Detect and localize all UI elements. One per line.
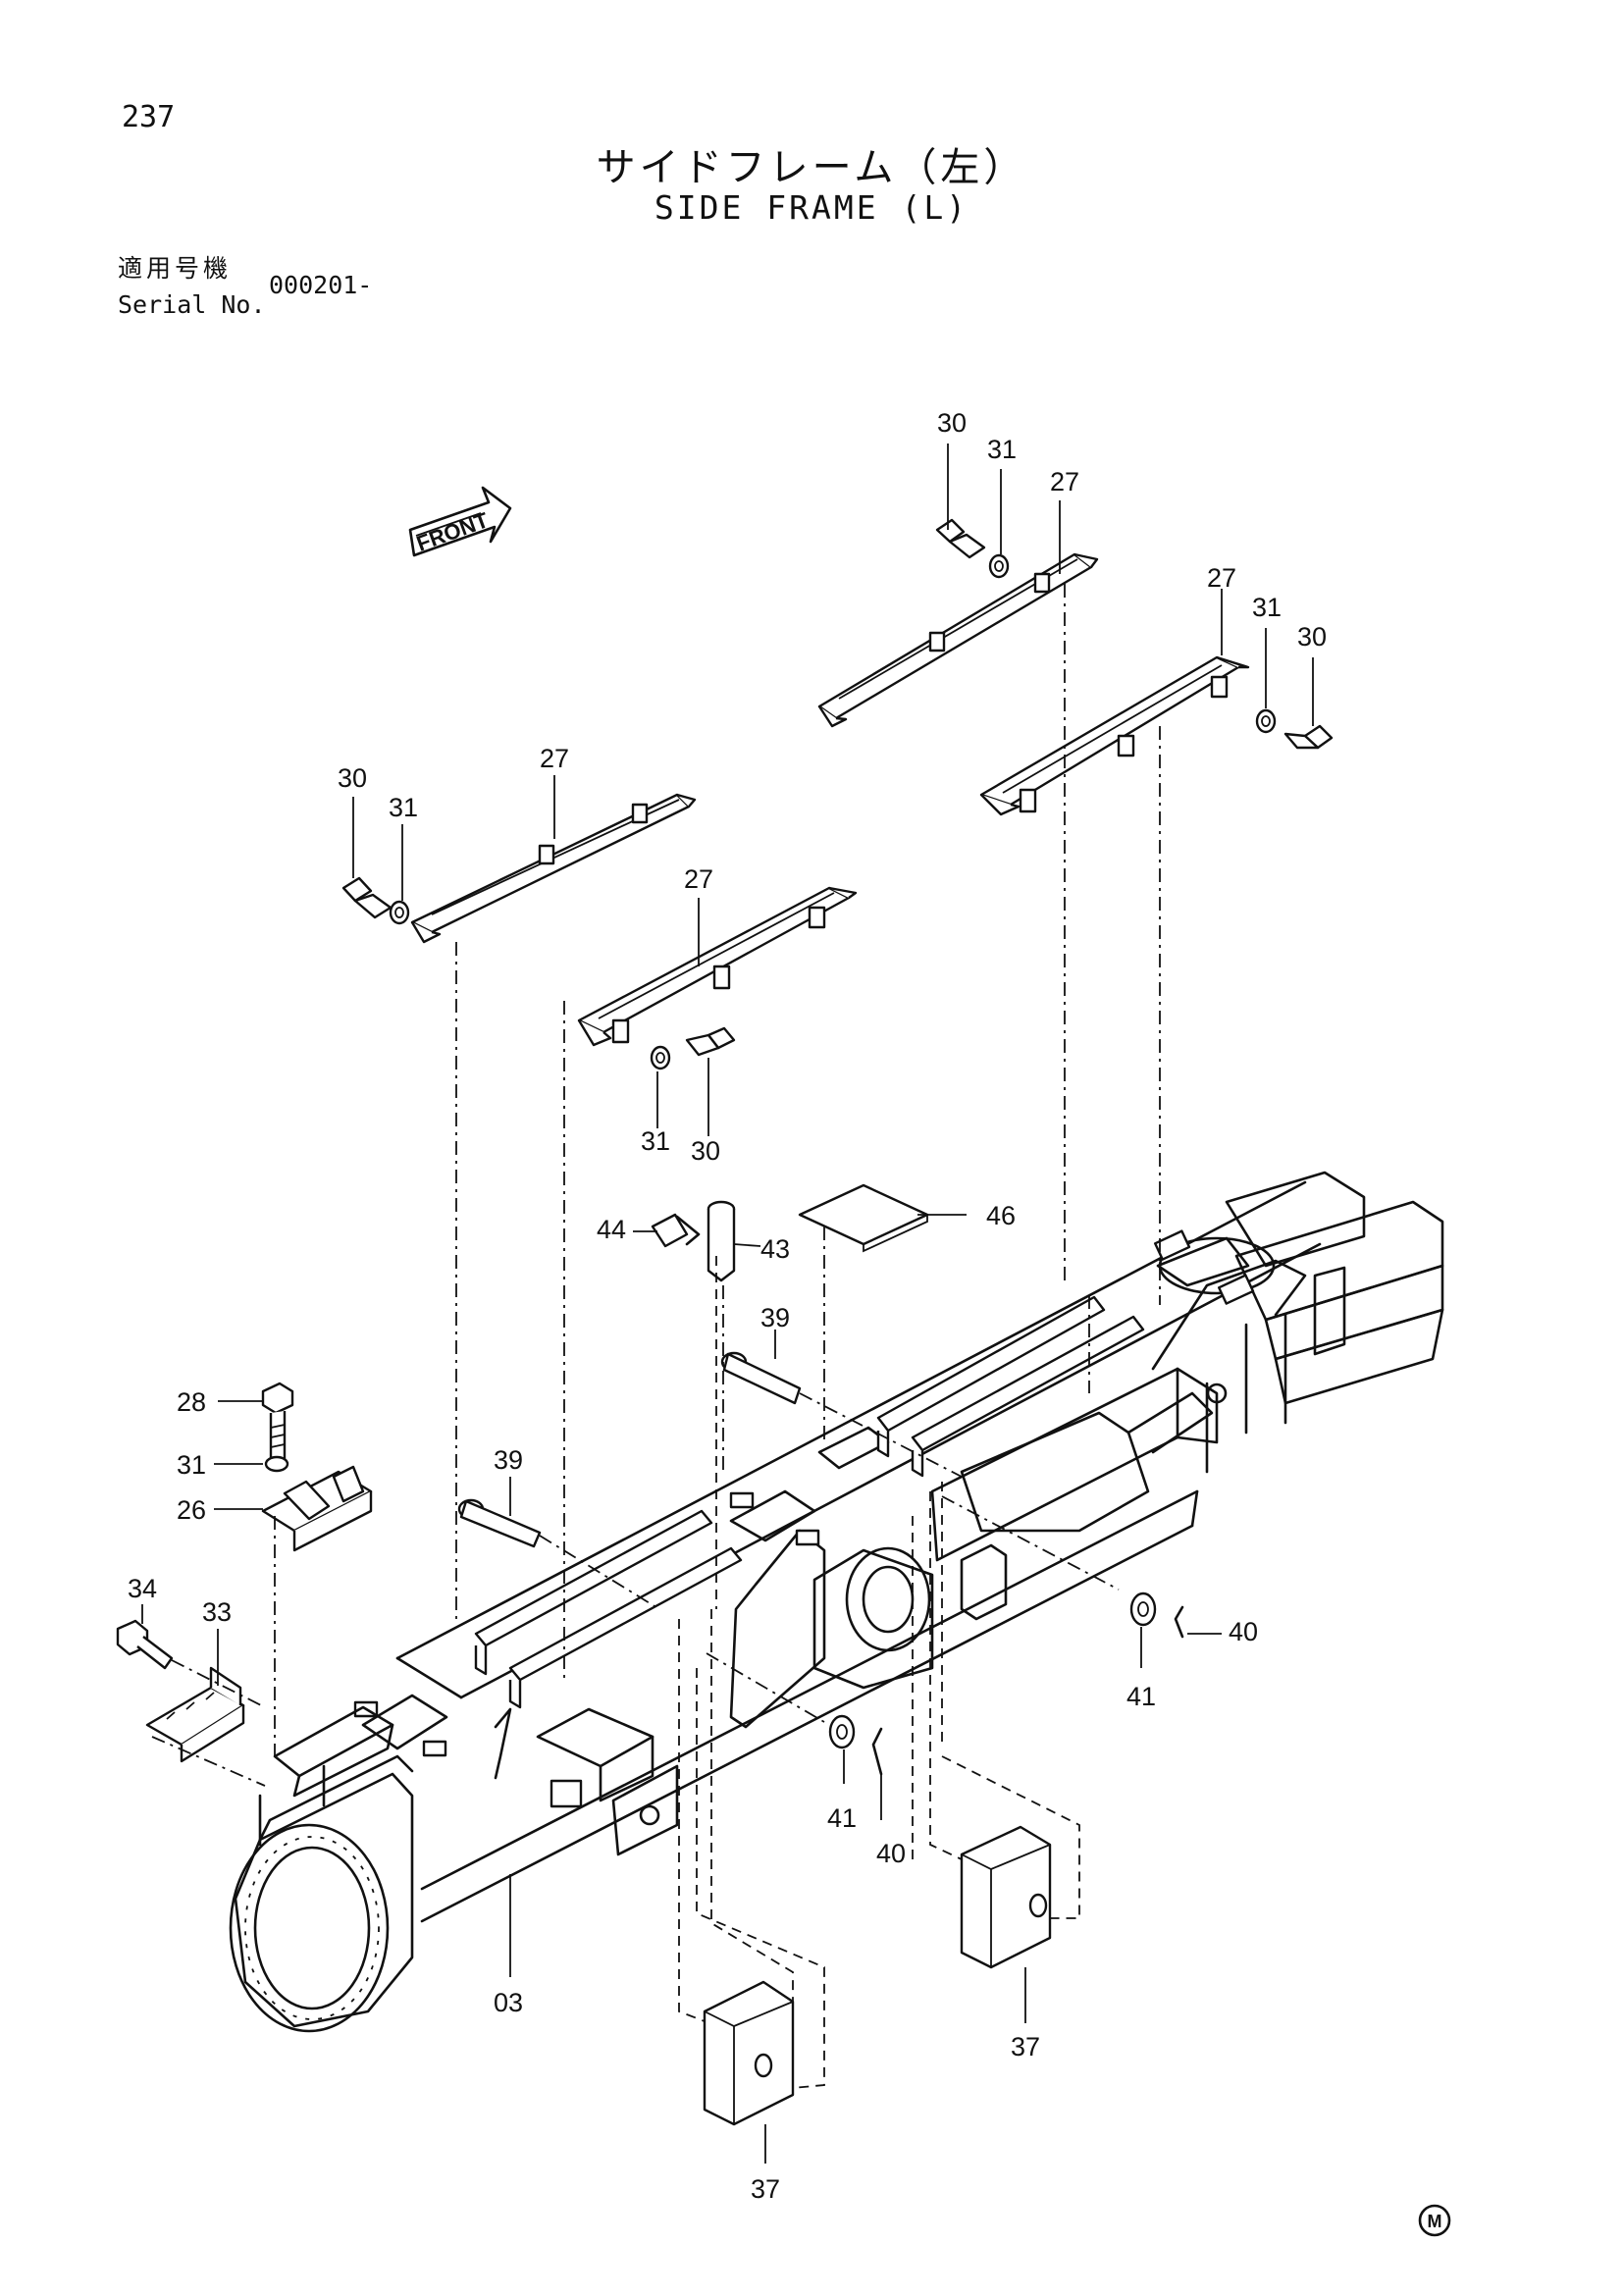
part-41-washer-right <box>1129 1592 1157 1627</box>
callout-40: 40 <box>1229 1617 1258 1646</box>
callout-30: 30 <box>937 408 967 438</box>
serial-label-english: Serial No. <box>118 290 266 319</box>
callout-03: 03 <box>494 1988 523 2017</box>
bolt-30-upper-right <box>1283 724 1334 750</box>
side-frame-main-body <box>395 1171 1444 1923</box>
callout-leaders <box>141 444 1314 2164</box>
page-title-japanese: サイドフレーム（左） <box>596 145 1027 190</box>
callout-31: 31 <box>389 793 418 822</box>
serial-number-value: 000201- <box>269 271 373 299</box>
part-27-cover-left <box>410 793 697 944</box>
bolt-30-left <box>341 876 393 919</box>
callout-41: 41 <box>827 1803 857 1833</box>
part-41-washer-center <box>828 1714 856 1749</box>
part-43-pin <box>707 1200 736 1282</box>
serial-label-japanese: 適用号機 <box>118 254 233 283</box>
callout-41: 41 <box>1126 1682 1156 1711</box>
callout-40: 40 <box>876 1839 906 1868</box>
part-39-pin-left <box>457 1498 542 1548</box>
front-arrow-icon: FRONT <box>408 486 512 557</box>
callout-39: 39 <box>760 1303 790 1332</box>
page-number: 237 <box>122 100 176 134</box>
callout-34: 34 <box>128 1574 157 1603</box>
part-callout-labels: 30 31 27 27 31 30 30 31 27 27 31 30 44 4… <box>128 408 1327 2204</box>
bolt-30-center <box>685 1026 736 1057</box>
part-44-clip <box>651 1213 701 1248</box>
callout-31: 31 <box>1252 593 1282 622</box>
callout-27: 27 <box>540 744 569 773</box>
part-28-bolt <box>261 1382 294 1466</box>
part-40-cotter-pin-right <box>1174 1605 1184 1639</box>
callout-43: 43 <box>760 1234 790 1264</box>
part-27-cover-upper-center <box>817 552 1099 728</box>
part-46-cover-plate <box>798 1183 929 1253</box>
assembly-lines <box>151 584 1161 2089</box>
callout-31: 31 <box>641 1126 670 1156</box>
bolt-30-upper-left <box>935 518 986 559</box>
part-33-step <box>145 1666 245 1763</box>
part-27-cover-upper-right <box>979 655 1250 816</box>
callout-37: 37 <box>1011 2032 1040 2061</box>
callout-27: 27 <box>684 864 713 894</box>
callout-28: 28 <box>177 1387 206 1417</box>
washer-31-center <box>650 1045 671 1070</box>
callout-30: 30 <box>1297 622 1327 652</box>
callout-30: 30 <box>338 763 367 793</box>
maker-mark-label: M <box>1428 2212 1442 2231</box>
washer-31-bracket <box>264 1455 289 1473</box>
part-40-cotter-pin-center <box>871 1727 883 1776</box>
callout-31: 31 <box>987 435 1017 464</box>
part-39-pin-center <box>720 1351 802 1405</box>
callout-27: 27 <box>1207 563 1236 593</box>
washer-31-left <box>389 900 410 925</box>
part-37-weight-right <box>960 1825 1052 1969</box>
washer-31-upper-left <box>988 553 1010 579</box>
callout-39: 39 <box>494 1445 523 1475</box>
frame-lower-bracket <box>494 1707 679 1856</box>
washer-31-upper-right <box>1255 708 1277 734</box>
callout-44: 44 <box>597 1215 626 1244</box>
callout-33: 33 <box>202 1597 232 1627</box>
callout-31: 31 <box>177 1450 206 1480</box>
callout-30: 30 <box>691 1136 720 1166</box>
deck-rails <box>474 1295 1145 1709</box>
part-26-bracket <box>261 1465 373 1552</box>
circled-m-icon: M <box>1418 2204 1451 2237</box>
callout-27: 27 <box>1050 467 1079 496</box>
page-title-english: SIDE FRAME (L) <box>654 188 969 227</box>
part-27-cover-center <box>577 886 858 1047</box>
callout-26: 26 <box>177 1495 206 1525</box>
callout-37: 37 <box>751 2174 780 2204</box>
frame-front-ring <box>229 1705 414 2033</box>
deck-openings <box>353 1426 890 1757</box>
callout-46: 46 <box>986 1201 1016 1230</box>
part-34-bolt <box>116 1619 174 1670</box>
part-37-weight-center <box>703 1980 795 2126</box>
